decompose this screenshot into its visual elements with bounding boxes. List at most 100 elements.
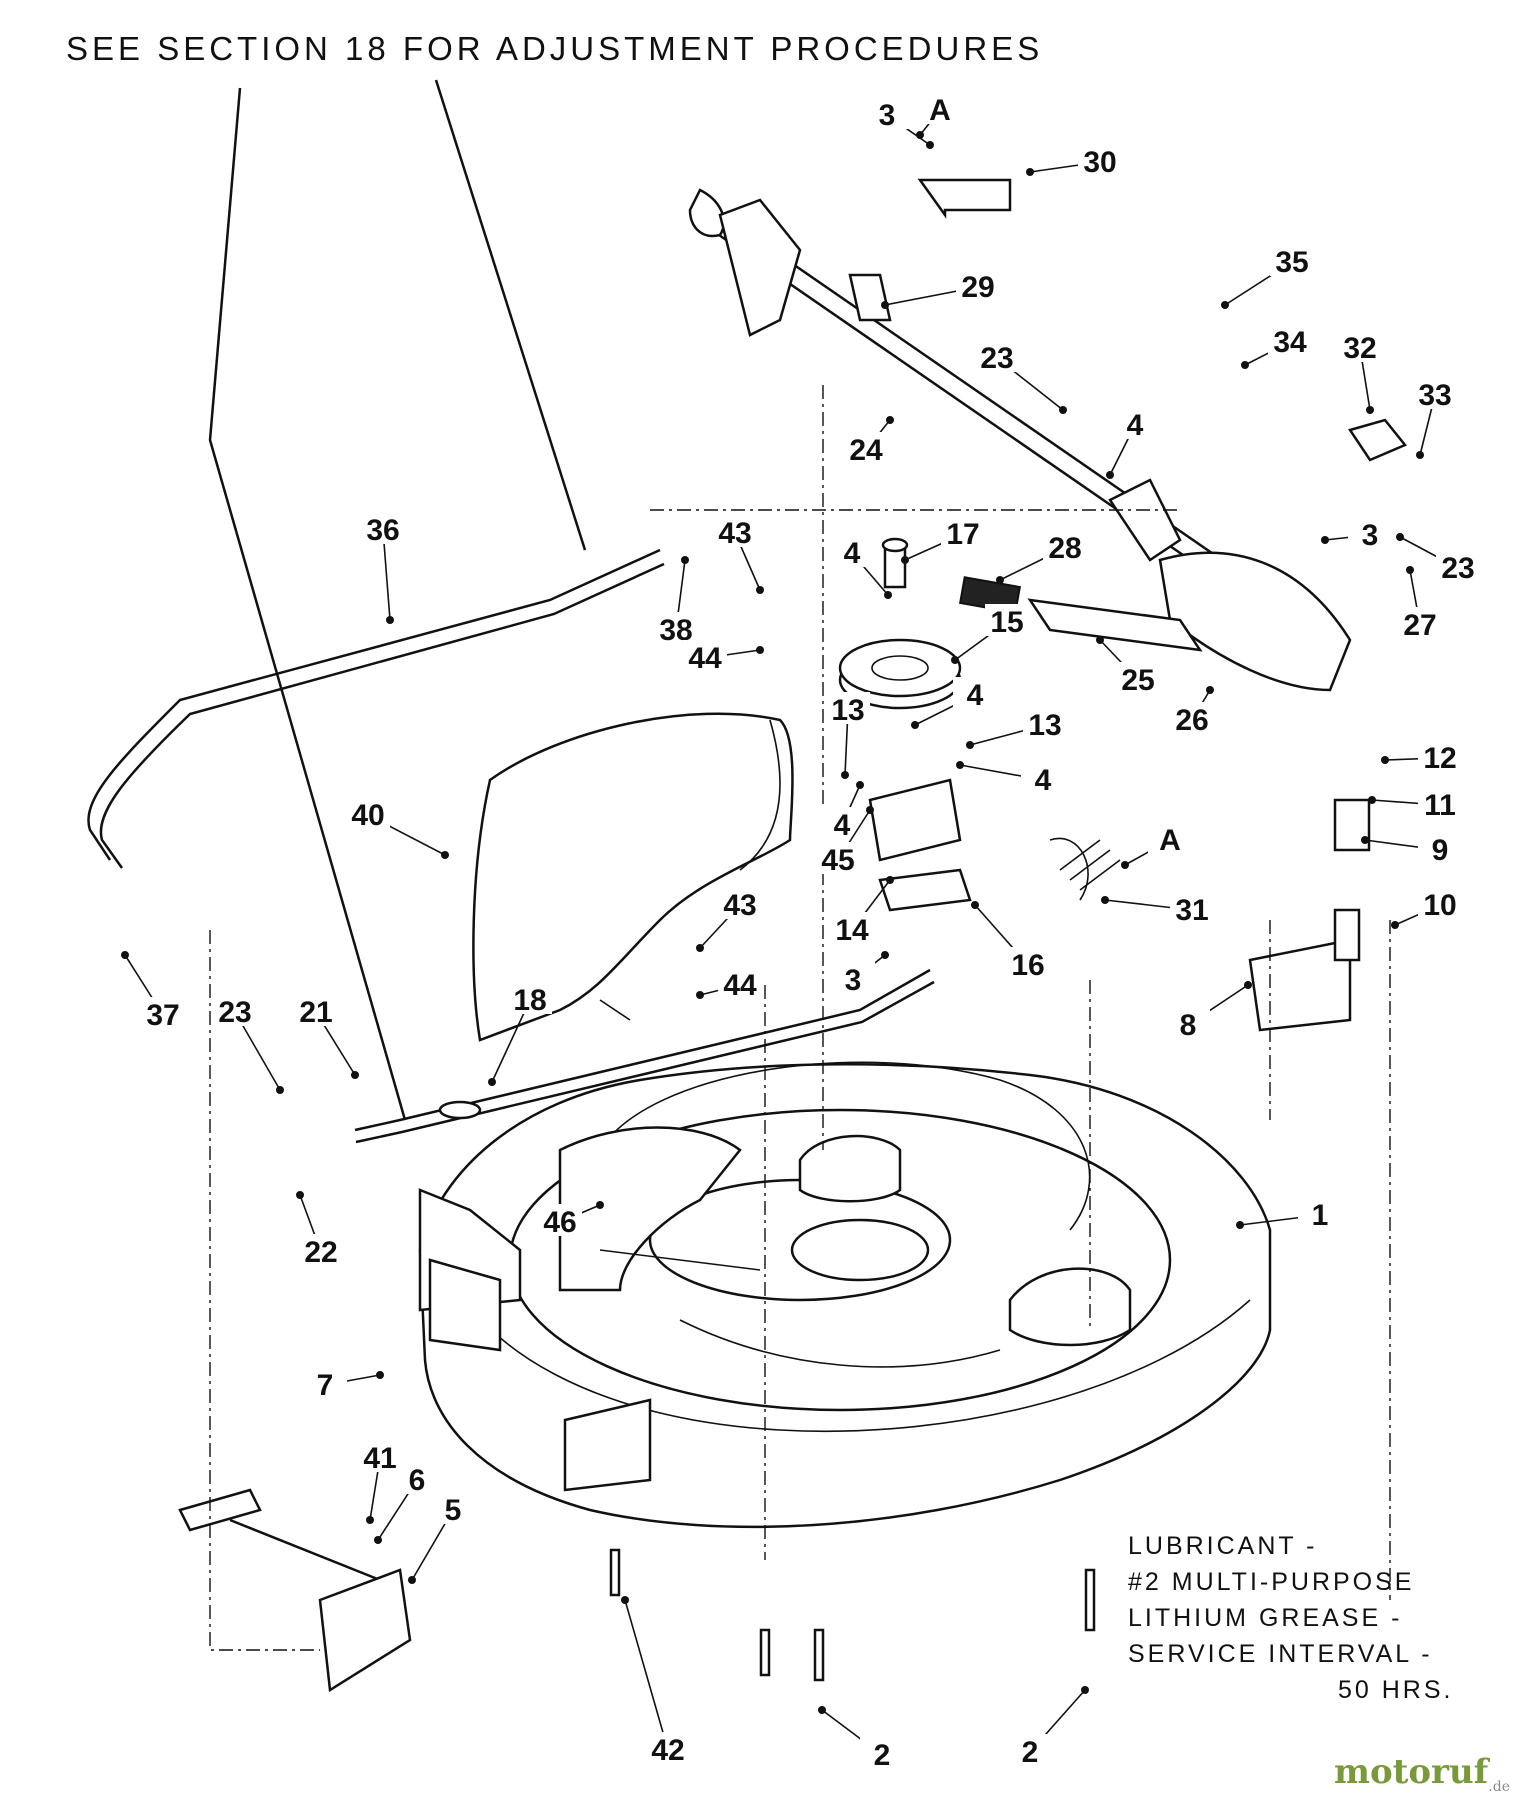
callout-arrowhead-11: [1368, 796, 1376, 804]
callout-arrowhead-12: [1381, 756, 1389, 764]
callout-arrowhead-46: [596, 1201, 604, 1209]
callout-arrowhead-23: [276, 1086, 284, 1094]
callout-bg-4: [1021, 762, 1065, 794]
callout-16: 16: [1011, 949, 1044, 982]
callout-bg-43: [718, 887, 762, 919]
callout-bg-9: [1418, 832, 1462, 864]
callout-22: 22: [304, 1236, 337, 1269]
callout-44: 44: [723, 969, 757, 1002]
callout-arrowhead-35: [1221, 301, 1229, 309]
callout-45: 45: [821, 844, 854, 877]
callout-bg-4: [953, 677, 997, 709]
bolts-42-2: [609, 1548, 1096, 1682]
lubricant-line-2: #2 MULTI-PURPOSE: [1128, 1568, 1415, 1596]
callout-bg-10: [1418, 887, 1462, 919]
callout-arrowhead-A: [916, 131, 924, 139]
callout-bg-12: [1418, 740, 1462, 772]
callout-3: 3: [845, 964, 862, 997]
callout-28: 28: [1048, 532, 1081, 565]
callout-bg-14: [830, 912, 874, 944]
callout-43: 43: [723, 889, 756, 922]
diagram-heading: SEE SECTION 18 FOR ADJUSTMENT PROCEDURES: [66, 30, 1044, 67]
callout-bg-25: [1116, 662, 1160, 694]
callout-bg-21: [294, 994, 338, 1026]
callout-17: 17: [946, 518, 979, 551]
callout-23: 23: [1441, 552, 1474, 585]
callout-arrowhead-34: [1241, 361, 1249, 369]
callout-bg-16: [1006, 947, 1050, 979]
callout-bg-40: [346, 797, 390, 829]
callout-37: 37: [146, 999, 179, 1032]
callout-arrowhead-32: [1366, 406, 1374, 414]
callout-bg-4: [1113, 407, 1157, 439]
callout-arrowhead-7: [376, 1371, 384, 1379]
callout-bg-8: [1166, 1007, 1210, 1039]
callout-25: 25: [1121, 664, 1154, 697]
lubricant-line-5: 50 HRS.: [1338, 1676, 1454, 1704]
callout-32: 32: [1343, 332, 1376, 365]
callout-bg-30: [1078, 144, 1122, 176]
callout-bg-3: [865, 97, 909, 129]
callout-30: 30: [1083, 146, 1116, 179]
callout-8: 8: [1180, 1009, 1197, 1042]
callout-arrowhead-25: [1096, 636, 1104, 644]
callout-31: 31: [1175, 894, 1208, 927]
callout-arrowhead-1: [1236, 1221, 1244, 1229]
assembly-lines: [209, 385, 1391, 1651]
callout-bg-38: [654, 612, 698, 644]
lubricant-line-3: LITHIUM GREASE -: [1128, 1604, 1403, 1632]
callout-5: 5: [445, 1494, 462, 1527]
callout-bg-37: [141, 997, 185, 1029]
callout-arrowhead-2: [818, 1706, 826, 1714]
callout-arrowhead-28: [996, 576, 1004, 584]
callout-13: 13: [831, 694, 864, 727]
lubricant-line-4: SERVICE INTERVAL -: [1128, 1640, 1433, 1668]
callout-leader-36: [382, 529, 391, 621]
lift-rod: [87, 548, 665, 869]
callout-arrowhead-3: [1321, 536, 1329, 544]
callout-44: 44: [688, 642, 722, 675]
callout-27: 27: [1403, 609, 1436, 642]
callout-2: 2: [1022, 1736, 1039, 1769]
callout-bg-24: [844, 432, 888, 464]
callout-4: 4: [967, 679, 984, 712]
callout-bg-1: [1298, 1197, 1342, 1229]
callout-arrowhead-42: [621, 1596, 629, 1604]
callout-arrowhead-2: [1081, 1686, 1089, 1694]
callout-12: 12: [1423, 742, 1456, 775]
callout-bg-26: [1170, 702, 1214, 734]
callout-arrowhead-26: [1206, 686, 1214, 694]
callout-arrowhead-22: [296, 1191, 304, 1199]
callout-arrowhead-29: [881, 301, 889, 309]
callout-arrowhead-18: [488, 1078, 496, 1086]
callout-arrowhead-13: [841, 771, 849, 779]
callout-arrowhead-24: [886, 416, 894, 424]
callout-arrowhead-44: [756, 646, 764, 654]
callout-bg-36: [361, 512, 405, 544]
callout-4: 4: [1035, 764, 1052, 797]
callout-bg-35: [1270, 244, 1314, 276]
callout-arrowhead-13: [966, 741, 974, 749]
callout-arrowhead-45: [866, 806, 874, 814]
callout-bg-11: [1418, 787, 1462, 819]
callout-arrowhead-3: [926, 141, 934, 149]
callout-bg-29: [956, 269, 1000, 301]
callout-3: 3: [879, 99, 896, 132]
callout-arrowhead-33: [1416, 451, 1424, 459]
callout-bg-42: [646, 1732, 690, 1764]
callout-arrowhead-27: [1406, 566, 1414, 574]
callout-arrowhead-6: [374, 1536, 382, 1544]
callout-36: 36: [366, 514, 399, 547]
callout-bg-41: [358, 1440, 402, 1472]
callout-arrowhead-40: [441, 851, 449, 859]
callout-24: 24: [849, 434, 883, 467]
lift-shaft-assembly: [688, 178, 1408, 692]
heading-leader-lines: [208, 79, 587, 1121]
callout-A: A: [929, 94, 951, 127]
callout-leader-42: [624, 1599, 669, 1751]
callout-arrowhead-43: [756, 586, 764, 594]
callout-arrowhead-21: [351, 1071, 359, 1079]
callout-bg-A: [918, 92, 962, 124]
callout-4: 4: [1127, 409, 1144, 442]
